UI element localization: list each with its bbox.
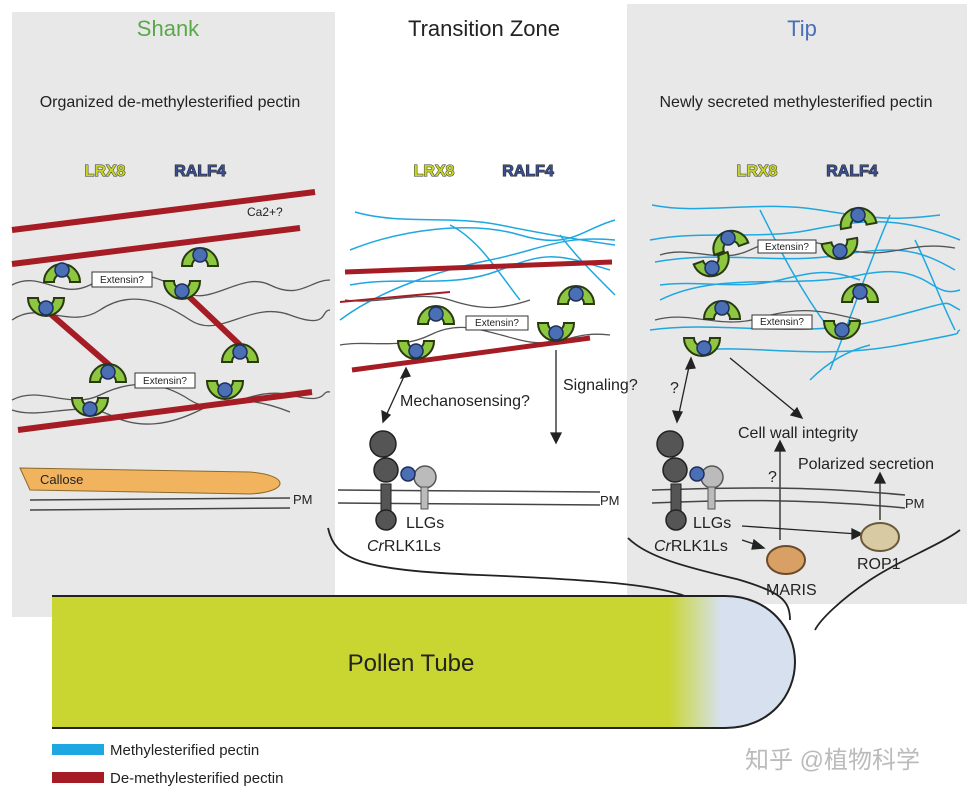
tip-panel — [627, 4, 967, 604]
tip-wall — [649, 204, 961, 381]
tip-crrlk1ls-label: CrRLK1Ls — [654, 538, 728, 555]
tip-ralf4-label: RALF4 — [826, 163, 878, 180]
shank-ralf4-label: RALF4 — [174, 163, 226, 180]
tz-lrx-complex-1 — [397, 305, 455, 360]
tz-zoom-curve — [327, 527, 691, 599]
cell-wall-integrity-label: Cell wall integrity — [738, 425, 858, 442]
mechanosensing-label: Mechanosensing? — [400, 393, 530, 410]
tip-llgs-label: LLGs — [693, 515, 731, 532]
tip-extensin-box-1: Extensin? — [757, 239, 817, 254]
shank-extensin-box-2: Extensin? — [134, 372, 196, 389]
rop1-node — [860, 522, 900, 552]
shank-panel — [12, 12, 335, 617]
maris-label: MARIS — [766, 582, 817, 599]
tz-ralf4-label: RALF4 — [502, 163, 554, 180]
signaling-arrow — [549, 350, 563, 445]
tz-crrlk1ls-label: CrRLK1Ls — [367, 538, 441, 555]
shank-pm-line-1 — [29, 497, 291, 501]
legend-swatch-demethylesterified — [52, 772, 104, 783]
tip-extensin-box-2: Extensin? — [751, 314, 813, 330]
legend-swatch-methylesterified — [52, 744, 104, 755]
legend-label-demethylesterified: De-methylesterified pectin — [110, 770, 283, 787]
tip-pm-label: PM — [905, 496, 925, 511]
legend: Methylesterified pectin De-methylesterif… — [52, 742, 283, 787]
pollen-tube — [52, 596, 795, 728]
transition-wall — [339, 211, 616, 373]
signaling-label: Signaling? — [563, 377, 638, 394]
tip-subtitle: Newly secreted methylesterified pectin — [659, 94, 932, 111]
mechanosensing-arrow — [381, 366, 411, 424]
watermark: 知乎 @植物科学 — [745, 747, 920, 774]
maris-node — [766, 545, 806, 575]
tip-zoom-curve-left — [627, 537, 791, 621]
callose-layer — [19, 467, 281, 495]
svg-text:Extensin?: Extensin? — [760, 317, 804, 328]
rop1-label: ROP1 — [857, 556, 901, 573]
svg-text:Extensin?: Extensin? — [143, 376, 187, 387]
legend-label-methylesterified: Methylesterified pectin — [110, 742, 259, 759]
svg-text:Extensin?: Extensin? — [475, 318, 519, 329]
tip-receptor-complex — [651, 430, 906, 531]
tz-extensin-box: Extensin? — [465, 315, 529, 331]
pollen-tube-label: Pollen Tube — [348, 650, 475, 677]
callose-label: Callose — [40, 472, 83, 487]
polarized-secretion-label: Polarized secretion — [798, 456, 934, 473]
shank-subtitle: Organized de-methylesterified pectin — [40, 94, 301, 111]
shank-pm-label: PM — [293, 492, 313, 507]
tz-lrx8-label: LRX8 — [414, 163, 455, 180]
tz-llgs-label: LLGs — [406, 515, 444, 532]
transition-title: Transition Zone — [408, 16, 560, 41]
tz-pm-label: PM — [600, 493, 620, 508]
tip-title: Tip — [787, 16, 817, 41]
tip-question-2: ? — [768, 469, 777, 486]
tip-arrows — [672, 356, 887, 550]
shank-ca-label: Ca2+? — [247, 205, 283, 219]
svg-text:Extensin?: Extensin? — [100, 275, 144, 286]
tip-zoom-curve-right — [814, 529, 961, 631]
pollen-tube-outline — [52, 595, 797, 729]
shank-wall — [11, 189, 331, 433]
svg-text:Extensin?: Extensin? — [765, 242, 809, 253]
tip-question-1: ? — [670, 380, 679, 397]
tip-lrx8-label: LRX8 — [737, 163, 778, 180]
shank-extensin-box-1: Extensin? — [91, 271, 153, 288]
tz-lrx-complex-2 — [537, 285, 595, 342]
shank-title: Shank — [137, 16, 200, 41]
tz-receptor-complex — [337, 430, 601, 531]
shank-lrx8-label: LRX8 — [85, 163, 126, 180]
shank-pm-line-2 — [29, 507, 291, 511]
